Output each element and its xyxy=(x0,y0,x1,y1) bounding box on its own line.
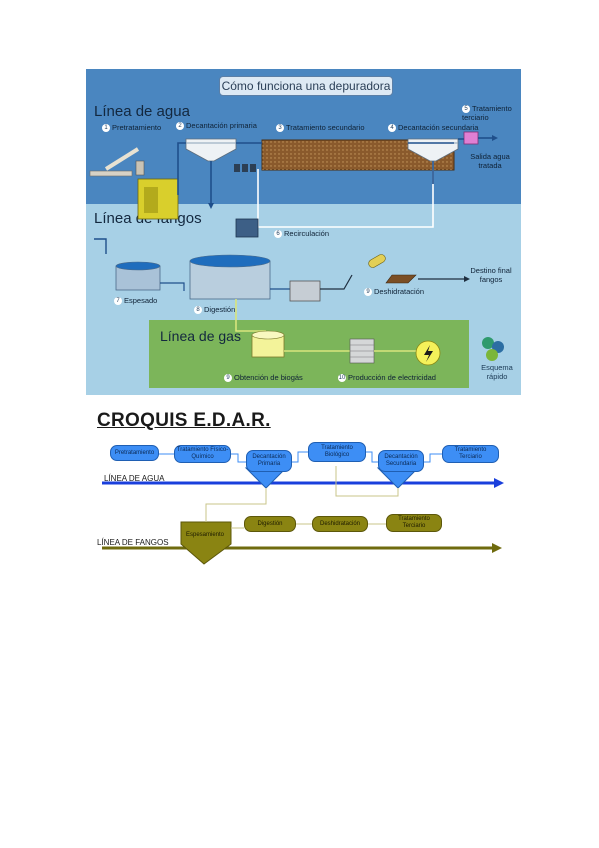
linea-fangos-label: LÍNEA DE FANGOS xyxy=(97,538,169,547)
decantador-primario xyxy=(185,138,237,162)
gasometro xyxy=(251,330,285,358)
croquis-node-espesamiento: Espesamiento xyxy=(185,531,225,538)
linea-gas-title: Línea de gas xyxy=(160,328,241,344)
croquis-node-pretratamiento: Pretratamiento xyxy=(110,445,159,461)
linea-agua-title: Línea de agua xyxy=(94,103,190,120)
linea-fangos-band xyxy=(86,204,521,322)
depuradora-infographic: Cómo funciona una depuradora Línea de ag… xyxy=(86,69,521,395)
croquis-node-tratamiento-biologico: Tratamiento Biológico xyxy=(308,442,366,462)
linea-agua-label: LÍNEA DE AGUA xyxy=(104,474,165,483)
esquema-rapido-icon xyxy=(482,337,504,361)
croquis-title: CROQUIS E.D.A.R. xyxy=(97,410,271,431)
croquis-diagram xyxy=(102,451,504,565)
tratamiento-terciario-equipment xyxy=(463,131,479,145)
croquis-node-decantacion-primaria: Decantación Primaria xyxy=(246,450,292,472)
plant-drawing xyxy=(89,131,504,366)
croquis-node-tratamiento-terciario: Tratamiento Terciario xyxy=(442,445,499,463)
esquema-rapido-label: Esquema rápido xyxy=(481,363,513,381)
recirculacion-pump xyxy=(235,218,259,238)
fangos-pile xyxy=(385,274,417,284)
croquis-node-fisico-quimico: Tratamiento Físico-Químico xyxy=(174,445,231,463)
pretratamiento-equipment xyxy=(89,147,179,220)
croquis-node-decantacion-secundaria: Decantación Secundaria xyxy=(378,450,424,472)
infographic-title: Cómo funciona una depuradora xyxy=(219,76,393,96)
salida-agua-label: Salida agua tratada xyxy=(470,152,510,170)
digestor xyxy=(189,254,271,300)
croquis-node-digestion: Digestión xyxy=(244,516,296,532)
destino-final-label: Destino final fangos xyxy=(470,266,512,284)
espesamiento-funnel xyxy=(180,521,232,565)
generador xyxy=(349,338,375,364)
deshidratacion-equipment xyxy=(289,280,321,302)
croquis-node-tratamiento-terciario-fangos: Tratamiento Terciario xyxy=(386,514,442,532)
croquis-node-deshidratacion: Deshidratación xyxy=(312,516,368,532)
